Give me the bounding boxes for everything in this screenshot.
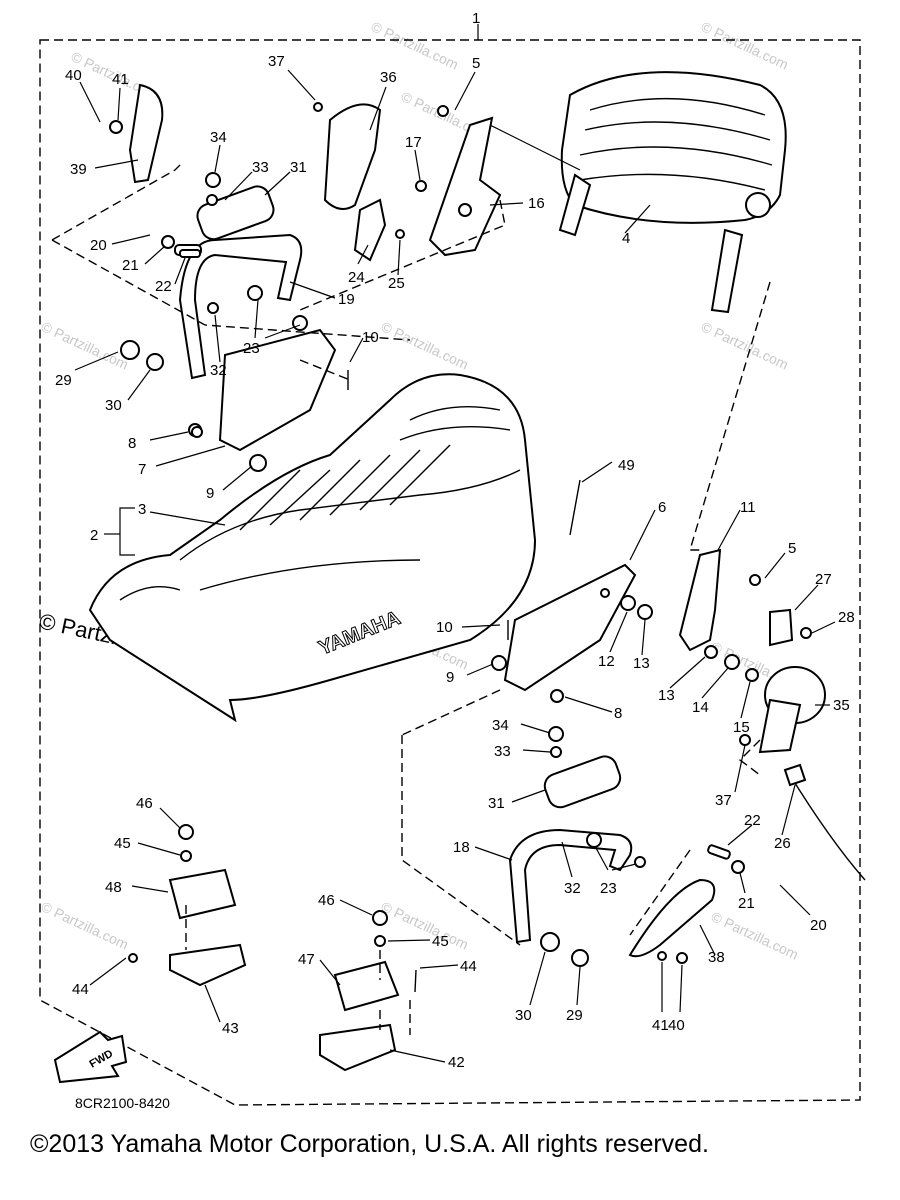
- callout-14: 14: [692, 699, 709, 716]
- callout-9: 9: [206, 485, 214, 502]
- callout-33: 33: [252, 159, 269, 176]
- hardware: [109, 102, 812, 993]
- callout-32-right: 32: [564, 880, 581, 897]
- callout-47: 47: [298, 951, 315, 968]
- right-backrest-arm: [678, 548, 722, 652]
- callout-9-right: 9: [446, 669, 454, 686]
- callout-45-lower: 45: [432, 933, 449, 950]
- callout-37: 37: [268, 53, 285, 70]
- callout-26: 26: [774, 835, 791, 852]
- seat: YAMAHA: [88, 373, 537, 723]
- callout-34: 34: [210, 129, 227, 146]
- callout-41-right: 41: [652, 1017, 669, 1034]
- right-handle: [628, 878, 716, 958]
- callout-11: 11: [740, 499, 756, 516]
- callout-21-right: 21: [738, 895, 755, 912]
- callout-45: 45: [114, 835, 131, 852]
- callout-8-right: 8: [614, 705, 622, 722]
- callout-44: 44: [72, 981, 89, 998]
- callout-35: 35: [833, 697, 850, 714]
- right-grab-rail: [508, 755, 633, 944]
- callout-16: 16: [528, 195, 545, 212]
- callout-29: 29: [55, 372, 72, 389]
- callout-3: 3: [138, 501, 146, 518]
- copyright-notice: ©2013 Yamaha Motor Corporation, U.S.A. A…: [30, 1130, 709, 1158]
- callout-19: 19: [338, 291, 355, 308]
- callout-44-lower: 44: [460, 958, 477, 975]
- callout-30-right: 30: [515, 1007, 532, 1024]
- callout-46-lower: 46: [318, 892, 335, 909]
- callout-34-right: 34: [492, 717, 509, 734]
- callout-23-right: 23: [600, 880, 617, 897]
- callout-10-right: 10: [436, 619, 453, 636]
- callout-1: 1: [472, 10, 480, 27]
- callout-40: 40: [65, 67, 82, 84]
- drawing-code: 8CR2100-8420: [75, 1095, 170, 1111]
- watermark: © Partzilla.com: [699, 18, 791, 72]
- callout-39: 39: [70, 161, 87, 178]
- callout-27: 27: [815, 571, 832, 588]
- watermark: © Partzilla.com: [39, 898, 131, 952]
- callout-46: 46: [136, 795, 153, 812]
- assembly-paths: [51, 164, 771, 1035]
- callout-32: 32: [210, 362, 227, 379]
- assembly-border: [39, 39, 861, 1106]
- callout-15: 15: [733, 719, 750, 736]
- leader-lines: [74, 69, 836, 1063]
- upper-brackets: [128, 83, 581, 262]
- callout-43: 43: [222, 1020, 239, 1037]
- callout-17: 17: [405, 134, 422, 151]
- callout-24: 24: [348, 269, 365, 286]
- backrest-pad: [558, 71, 787, 314]
- watermark: © Partzilla.com: [379, 898, 471, 952]
- callout-8: 8: [128, 435, 136, 452]
- callout-2: 2: [90, 527, 98, 544]
- callout-40-right: 40: [668, 1017, 685, 1034]
- callout-37-right: 37: [715, 792, 732, 809]
- callout-22: 22: [155, 278, 172, 295]
- callout-10: 10: [362, 329, 379, 346]
- callout-25: 25: [388, 275, 405, 292]
- callout-33-right: 33: [494, 743, 511, 760]
- callout-38: 38: [708, 949, 725, 966]
- callout-29-right: 29: [566, 1007, 583, 1024]
- callout-23: 23: [243, 340, 260, 357]
- callout-12: 12: [598, 653, 615, 670]
- callout-49: 49: [618, 457, 635, 474]
- callout-13: 13: [633, 655, 650, 672]
- callout-41: 41: [112, 71, 129, 88]
- callout-labels: 1 40 41 39 37 36 5 34 33 31 17 16 4 20 2…: [55, 10, 855, 1071]
- callout-5: 5: [472, 55, 480, 72]
- callout-42: 42: [448, 1054, 465, 1071]
- callout-31-right: 31: [488, 795, 505, 812]
- callout-30: 30: [105, 397, 122, 414]
- callout-48: 48: [105, 879, 122, 896]
- callout-6: 6: [658, 499, 666, 516]
- callout-20-right: 20: [810, 917, 827, 934]
- left-seat-bracket: [218, 328, 337, 452]
- callout-7: 7: [138, 461, 146, 478]
- callout-18: 18: [453, 839, 470, 856]
- watermark: © Partzilla.com: [369, 18, 461, 72]
- callout-5-right: 5: [788, 540, 796, 557]
- lock-brackets: [168, 868, 400, 1072]
- callout-4: 4: [622, 230, 630, 247]
- fwd-arrow: FWD: [53, 1030, 128, 1084]
- callout-13-lower: 13: [658, 687, 675, 704]
- callout-28: 28: [838, 609, 855, 626]
- callout-36: 36: [380, 69, 397, 86]
- watermark: © Partzilla.com: [379, 318, 471, 372]
- watermark: © Partzilla.com: [39, 318, 131, 372]
- callout-22-right: 22: [744, 812, 761, 829]
- callout-20: 20: [90, 237, 107, 254]
- callout-31: 31: [290, 159, 307, 176]
- callout-21: 21: [122, 257, 139, 274]
- switch-cover: [758, 666, 866, 881]
